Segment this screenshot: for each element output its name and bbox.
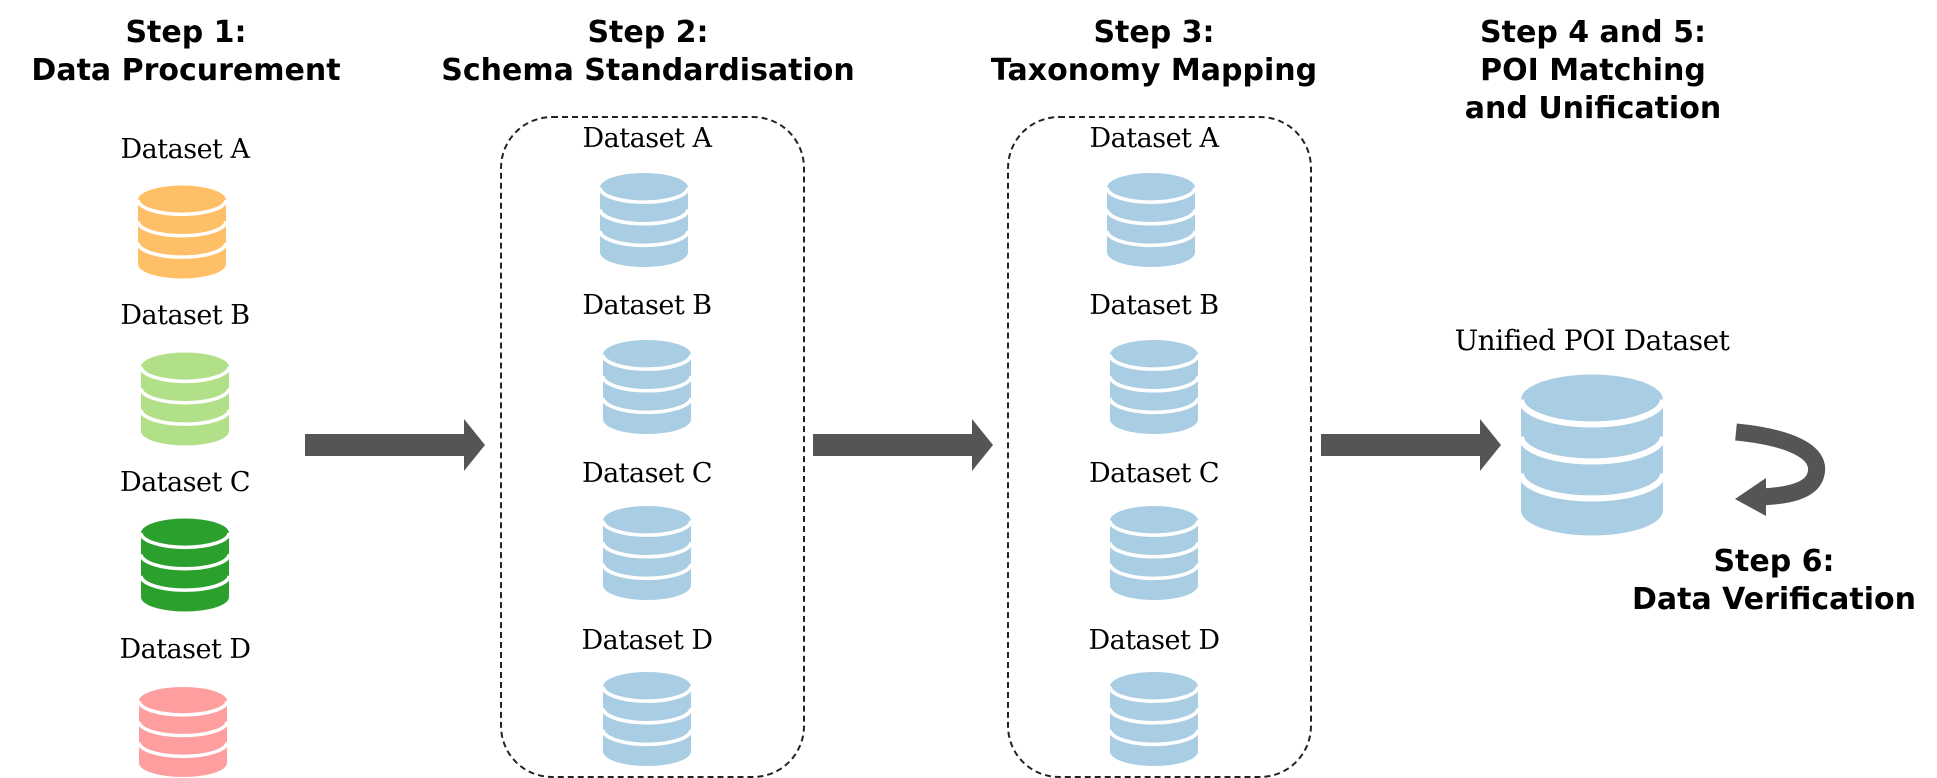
procurement-dataset-d-label: Dataset D <box>119 634 251 665</box>
standardised-dataset-c-icon <box>601 506 693 600</box>
standardised-dataset-d-label: Dataset D <box>581 625 713 656</box>
step-2-name: Schema Standardisation <box>441 53 855 89</box>
procurement-dataset-b-icon <box>139 352 231 446</box>
mapped-dataset-d-icon <box>1108 672 1200 766</box>
mapped-dataset-b-label: Dataset B <box>1089 290 1219 321</box>
step-1-title: Step 1: Data Procurement <box>31 14 340 90</box>
mapped-dataset-d-label: Dataset D <box>1088 625 1220 656</box>
arrow-right-icon <box>1321 419 1501 471</box>
mapped-dataset-c-label: Dataset C <box>1088 458 1220 489</box>
verification-loop-arrow-icon <box>1735 423 1826 516</box>
procurement-dataset-b-label: Dataset B <box>120 300 250 331</box>
step-4-5-number: Step 4 and 5: <box>1480 15 1706 50</box>
step-1-number: Step 1: <box>125 15 247 50</box>
standardised-dataset-a-label: Dataset A <box>582 123 712 154</box>
mapped-dataset-b-icon <box>1108 340 1200 434</box>
standardised-dataset-b-label: Dataset B <box>582 290 712 321</box>
step-2-title: Step 2: Schema Standardisation <box>441 14 855 90</box>
procurement-dataset-c-label: Dataset C <box>119 467 251 498</box>
procurement-dataset-a-icon <box>136 185 228 279</box>
step-2-number: Step 2: <box>587 15 709 50</box>
step-3-number: Step 3: <box>1093 15 1215 50</box>
mapped-dataset-c-icon <box>1108 506 1200 600</box>
procurement-dataset-c-icon <box>139 518 231 612</box>
step-3-name: Taxonomy Mapping <box>990 53 1318 89</box>
procurement-dataset-a-label: Dataset A <box>120 134 250 165</box>
procurement-dataset-d-icon <box>137 687 229 777</box>
step-3-title: Step 3: Taxonomy Mapping <box>991 14 1317 90</box>
mapped-dataset-a-label: Dataset A <box>1089 123 1219 154</box>
step-6-number: Step 6: <box>1713 544 1835 579</box>
step-6-name: Data Verification <box>1631 582 1917 618</box>
unified-dataset-icon <box>1517 374 1667 536</box>
standardised-dataset-a-icon <box>598 173 690 267</box>
arrow-right-icon <box>305 419 485 471</box>
step-4-5-name-line-1: POI Matching <box>1480 53 1706 89</box>
standardised-dataset-d-icon <box>601 672 693 766</box>
step-6-title: Step 6: Data Verification <box>1632 543 1916 619</box>
step-4-5-name-line-2: and Unification <box>1464 91 1722 127</box>
mapped-dataset-a-icon <box>1105 173 1197 267</box>
step-1-name: Data Procurement <box>31 53 341 89</box>
standardised-dataset-c-label: Dataset C <box>581 458 713 489</box>
unified-dataset-label: Unified POI Dataset <box>1454 324 1730 357</box>
arrow-right-icon <box>813 419 993 471</box>
standardised-dataset-b-icon <box>601 340 693 434</box>
step-4-5-title: Step 4 and 5: POI Matching and Unificati… <box>1465 14 1721 128</box>
